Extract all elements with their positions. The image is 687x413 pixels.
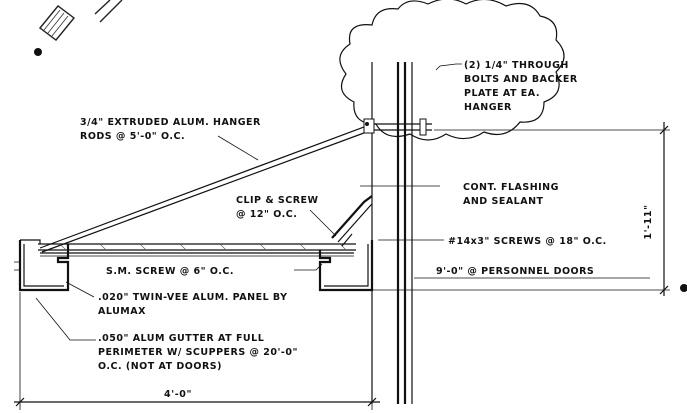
note-personnel-doors: 9'-0" @ PERSONNEL DOORS xyxy=(436,266,594,277)
width-dimension xyxy=(14,292,380,410)
leaders xyxy=(35,63,650,341)
note-gutter: .050" ALUM GUTTER AT FULL PERIMETER W/ S… xyxy=(98,333,298,372)
svg-text:9'-0" @ PERSONNEL DOORS: 9'-0" @ PERSONNEL DOORS xyxy=(436,266,594,277)
note-14x3-screws: #14x3" SCREWS @ 18" O.C. xyxy=(448,236,607,247)
left-gutter xyxy=(14,239,70,292)
svg-text:AND SEALANT: AND SEALANT xyxy=(463,196,544,207)
watermark-fragment xyxy=(34,0,123,56)
svg-text:ALUMAX: ALUMAX xyxy=(98,306,146,317)
note-hanger-rods: 3/4" EXTRUDED ALUM. HANGER RODS @ 5'-0" … xyxy=(80,117,261,142)
svg-text:CLIP & SCREW: CLIP & SCREW xyxy=(236,195,319,206)
canopy-panel xyxy=(38,243,356,257)
svg-text:@ 12" O.C.: @ 12" O.C. xyxy=(236,209,297,220)
width-dimension-label: 4'-0" xyxy=(164,389,192,400)
svg-text:HANGER: HANGER xyxy=(464,102,512,113)
flashing xyxy=(331,195,373,247)
svg-text:CONT. FLASHING: CONT. FLASHING xyxy=(463,182,559,193)
svg-text:3/4" EXTRUDED ALUM. HANGER: 3/4" EXTRUDED ALUM. HANGER xyxy=(80,117,261,128)
svg-text:.020" TWIN-VEE ALUM. PANEL BY: .020" TWIN-VEE ALUM. PANEL BY xyxy=(98,292,288,303)
svg-text:O.C. (NOT AT DOORS): O.C. (NOT AT DOORS) xyxy=(98,361,222,372)
height-dimension xyxy=(372,122,687,296)
wall-column xyxy=(371,62,413,404)
svg-text:#14x3" SCREWS @ 18" O.C.: #14x3" SCREWS @ 18" O.C. xyxy=(448,236,607,247)
note-panel: .020" TWIN-VEE ALUM. PANEL BY ALUMAX xyxy=(98,292,288,317)
hanger-rod xyxy=(39,118,432,253)
svg-text:BOLTS AND BACKER: BOLTS AND BACKER xyxy=(464,74,578,85)
svg-text:RODS @ 5'-0" O.C.: RODS @ 5'-0" O.C. xyxy=(80,131,185,142)
svg-text:S.M. SCREW @ 6" O.C.: S.M. SCREW @ 6" O.C. xyxy=(106,266,234,277)
height-dimension-label: 1'-11" xyxy=(643,204,654,239)
svg-text:PERIMETER W/ SCUPPERS @ 20'-0": PERIMETER W/ SCUPPERS @ 20'-0" xyxy=(98,347,298,358)
note-bolts: (2) 1/4" THROUGH BOLTS AND BACKER PLATE … xyxy=(464,60,578,113)
svg-text:(2) 1/4" THROUGH: (2) 1/4" THROUGH xyxy=(464,60,569,71)
note-clip-screw: CLIP & SCREW @ 12" O.C. xyxy=(236,195,319,220)
right-gutter xyxy=(318,240,374,292)
svg-text:PLATE AT EA.: PLATE AT EA. xyxy=(464,88,540,99)
revision-cloud xyxy=(339,0,565,141)
note-flashing: CONT. FLASHING AND SEALANT xyxy=(463,182,559,207)
note-sm-screw: S.M. SCREW @ 6" O.C. xyxy=(106,266,234,277)
svg-text:.050" ALUM GUTTER AT FULL: .050" ALUM GUTTER AT FULL xyxy=(98,333,264,344)
